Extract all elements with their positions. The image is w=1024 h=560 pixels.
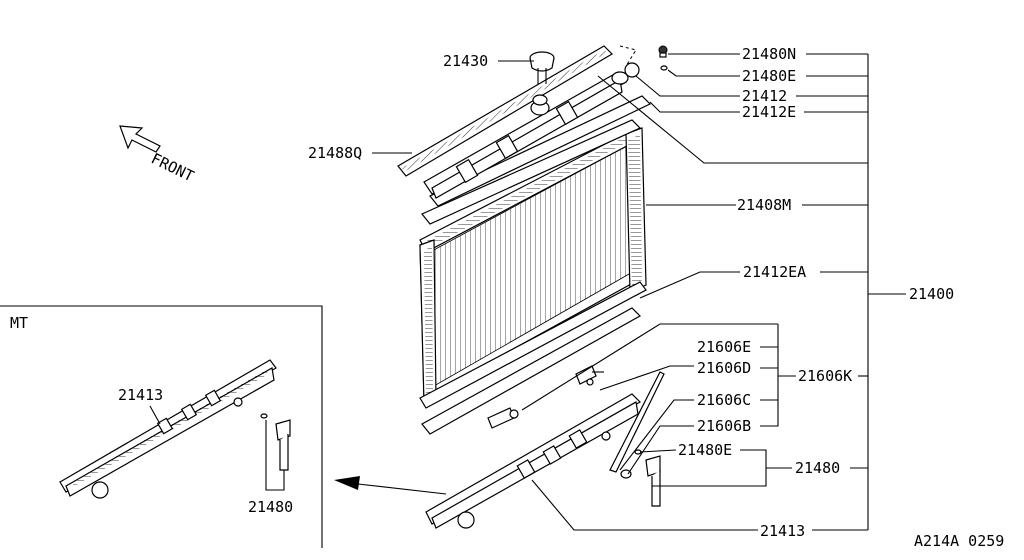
seal-bar-21488Q <box>397 45 613 177</box>
label-21606C: 21606C <box>697 391 751 409</box>
label-21400: 21400 <box>909 285 954 303</box>
label-21480E-bottom: 21480E <box>678 441 732 459</box>
label-21606E: 21606E <box>697 338 751 356</box>
label-21412: 21412 <box>742 87 787 105</box>
label-21480: 21480 <box>795 459 840 477</box>
label-21412E: 21412E <box>742 103 796 121</box>
figure-code: A214A 0259 <box>914 532 1004 550</box>
label-21480N: 21480N <box>742 45 796 63</box>
radiator-core <box>419 127 647 409</box>
label-21488Q: 21488Q <box>308 144 362 162</box>
upper-tank-21412 <box>423 62 640 199</box>
radiator-cap-21430 <box>529 51 555 84</box>
label-21606K: 21606K <box>798 367 852 385</box>
label-21408M: 21408M <box>737 196 791 214</box>
inset-title: MT <box>10 314 28 332</box>
inset-label-21413: 21413 <box>118 386 163 404</box>
bottom-seal <box>421 307 641 435</box>
inset-label-21480: 21480 <box>248 498 293 516</box>
drain-plug-21480N <box>658 45 668 58</box>
label-21606B: 21606B <box>697 417 751 435</box>
label-21430: 21430 <box>443 52 488 70</box>
o-ring-21480E-top <box>660 65 668 71</box>
leader-lines <box>372 45 906 531</box>
lower-tank-21413 <box>425 393 641 529</box>
label-21480E-top: 21480E <box>742 67 796 85</box>
mount-pin-21606E <box>487 407 519 429</box>
inset-arrow <box>334 476 447 495</box>
lower-seal-21412EA <box>421 119 642 225</box>
washer-21606B <box>620 469 632 479</box>
label-21606D: 21606D <box>697 359 751 377</box>
label-21412EA: 21412EA <box>743 263 806 281</box>
label-21413: 21413 <box>760 522 805 540</box>
hose-21480 <box>634 449 661 507</box>
bracket-21606C <box>609 371 665 473</box>
front-label: FRONT <box>148 149 196 185</box>
mount-pin-21606D <box>575 365 597 386</box>
upper-seal-21412E <box>429 95 652 207</box>
inset-mt <box>0 305 323 548</box>
front-arrow-icon <box>119 125 161 153</box>
